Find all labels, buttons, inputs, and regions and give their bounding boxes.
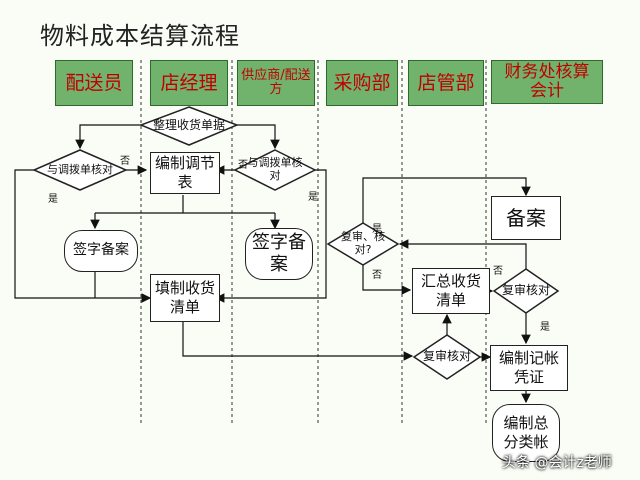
tag-no-review2: 否 [493,266,503,277]
tag-yes-check1: 是 [48,194,58,205]
diamond-check1 [32,149,128,191]
node-prepare-ledger: 编制总分类帐 [492,404,560,462]
node-summary-receipt-list: 汇总收货清单 [412,268,490,314]
lane-header-purchasing: 采购部 [326,60,398,106]
tag-no-review1: 否 [372,270,382,281]
lane-header-distributor: 配送员 [55,60,133,106]
diamond-review1 [326,222,400,266]
node-fill-receipt-list: 填制收货清单 [150,274,220,322]
node-filing: 备案 [491,196,561,240]
lane-header-finance: 财务处核算会计 [491,60,603,104]
diamond-check2 [233,149,317,191]
node-prepare-voucher: 编制记帐凭证 [490,345,568,391]
tag-no-check1: 否 [120,156,130,167]
diamond-collect [138,106,240,146]
lane-header-supplier: 供应商/配送方 [237,60,315,106]
node-sign-file-1: 签字备案 [64,230,138,272]
node-compile-reconciliation: 编制调节表 [150,152,220,194]
node-sign-file-2: 签字备案 [245,228,313,280]
diamond-review3 [412,334,482,380]
diamond-review2 [492,268,560,314]
tag-yes-review1: 是 [372,224,382,235]
tag-yes-check2: 是 [308,192,318,203]
page-title: 物料成本结算流程 [40,22,240,50]
lane-header-store-manager: 店经理 [150,60,228,106]
tag-no-check2: 否 [238,160,248,171]
lane-header-store-mgmt: 店管部 [408,60,484,106]
tag-yes-review2: 是 [540,322,550,333]
watermark: 头条 @会计z老师 [502,455,612,471]
